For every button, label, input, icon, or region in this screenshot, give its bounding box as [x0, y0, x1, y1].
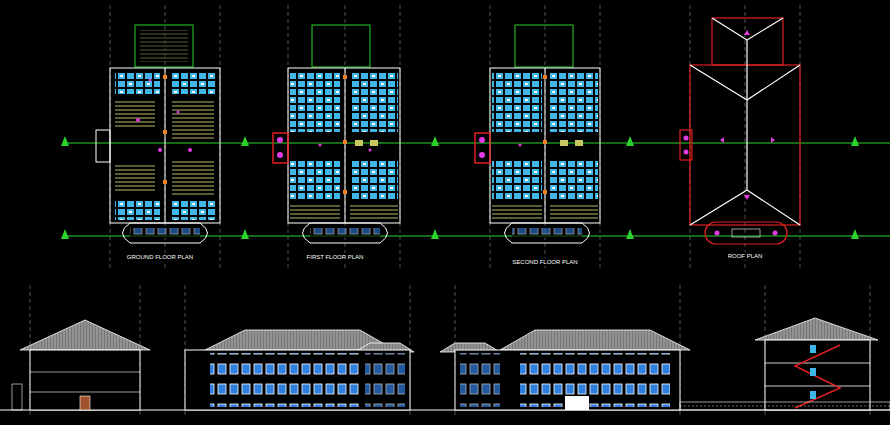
plan-title: FIRST FLOOR PLAN: [305, 253, 366, 261]
plan-title: GROUND FLOOR PLAN: [125, 253, 195, 261]
plan-title: SECOND FLOOR PLAN: [510, 258, 579, 266]
plan-title: ROOF PLAN: [726, 252, 765, 260]
